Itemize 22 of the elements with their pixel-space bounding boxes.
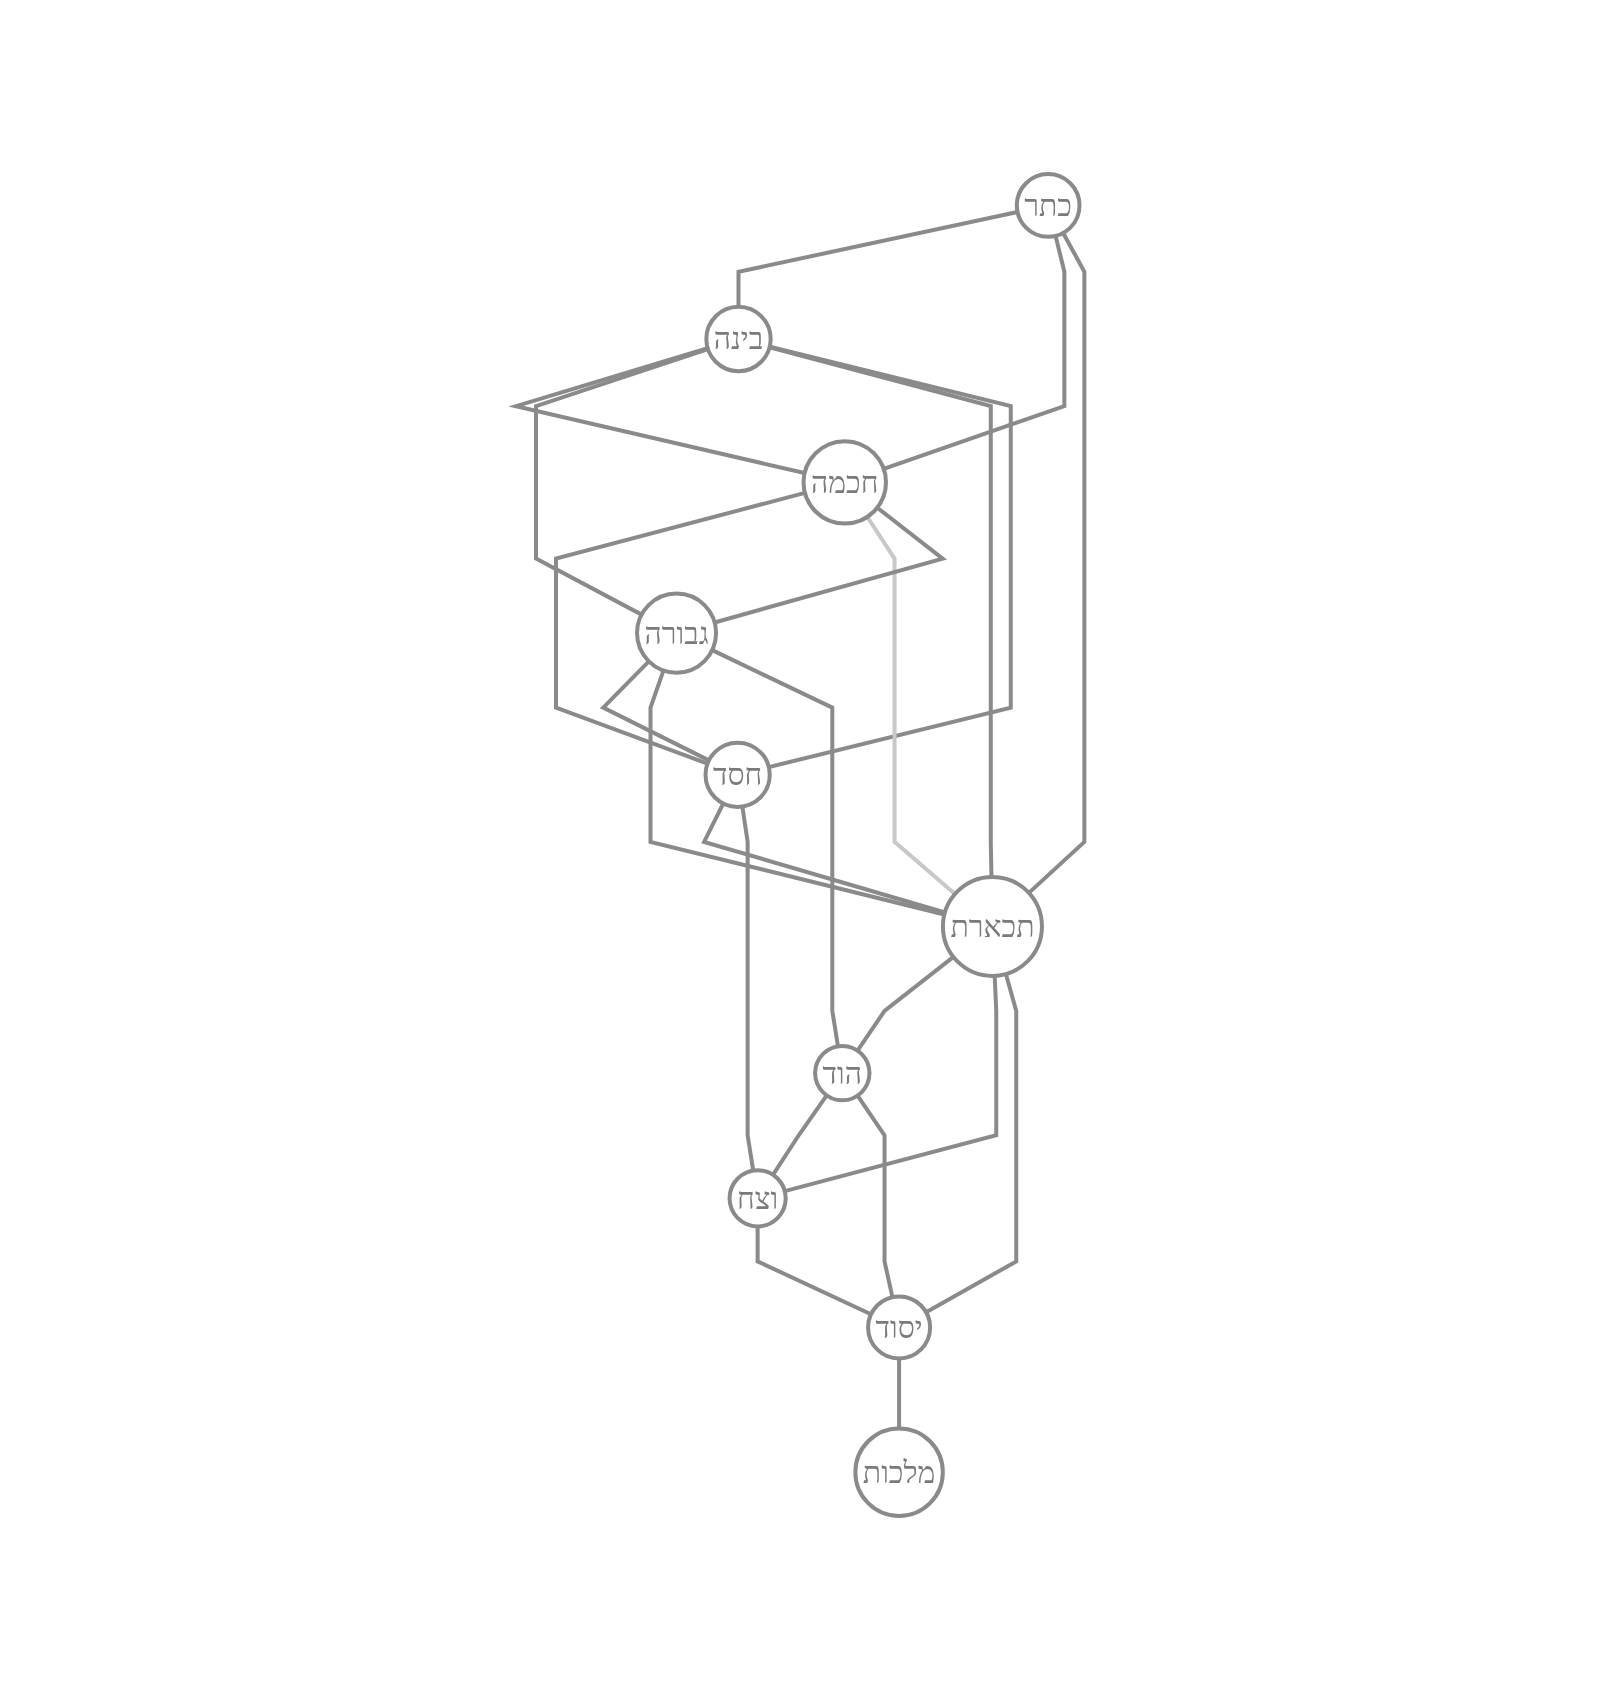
connector [896,1358,901,1429]
connector [599,659,710,763]
connector [855,955,955,1052]
node-circle: מלכות [853,1426,945,1518]
connector [711,648,840,1047]
node-circle: תכארת [940,874,1044,978]
node-circle: גבורה [634,591,718,675]
node-circle: חכמה [801,439,888,526]
connector [855,1094,895,1298]
node-circle: יסוד [865,1294,932,1361]
node-circle: וצח [727,1168,788,1229]
node-circle: בינה [704,304,773,374]
connector [1027,232,1087,895]
connector [865,515,957,896]
node-circle: כתר [1014,172,1082,239]
connector [755,1226,872,1317]
connector [771,1094,829,1176]
node-circle: הוד [812,1043,872,1103]
connector [740,806,756,1171]
connector [648,669,945,917]
node-circle: חסד [703,740,772,809]
connector [784,975,999,1194]
